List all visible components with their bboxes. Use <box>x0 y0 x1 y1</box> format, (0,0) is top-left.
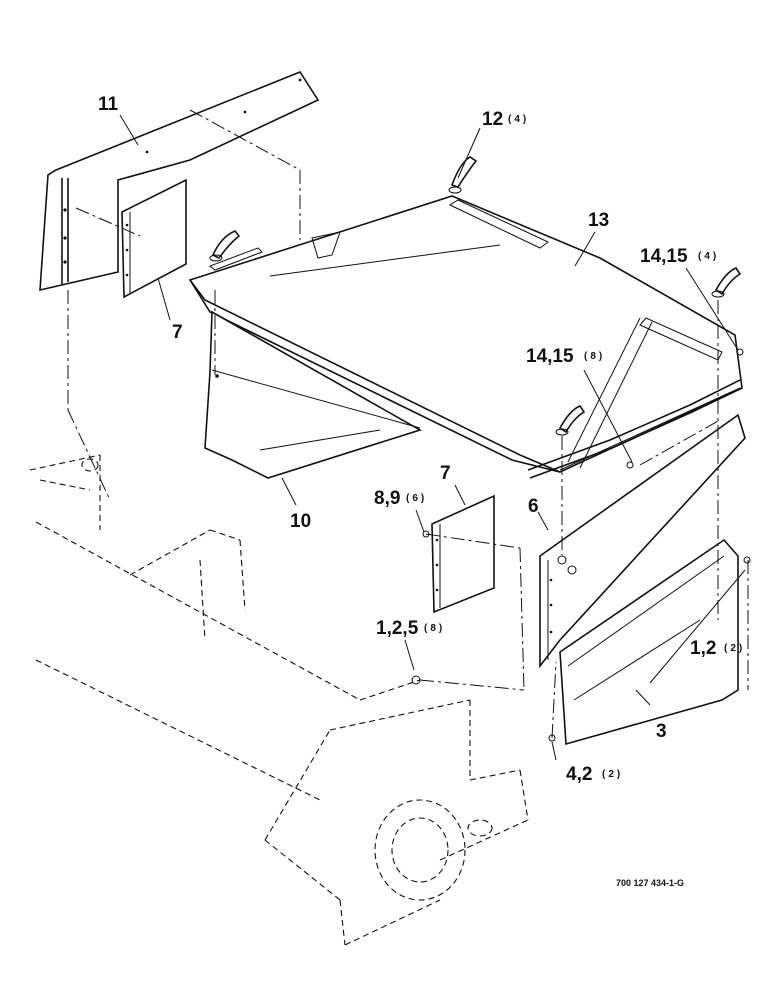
callout-3-number: 3 <box>656 721 667 742</box>
callout-7-upper: 7 <box>172 322 183 343</box>
callout-10-number: 10 <box>290 511 311 532</box>
part-6-side-shield <box>539 413 746 669</box>
callout-11: 11 <box>98 94 119 115</box>
callout-14-15-a: 14,15 (4) <box>640 246 719 267</box>
part-7-plate-upper <box>121 178 187 299</box>
leader-lines <box>119 114 746 761</box>
callout-1-2-number: 1,2 <box>690 638 716 659</box>
machine-frame-phantom <box>29 109 749 946</box>
part-13-hood <box>188 195 743 479</box>
callout-12-number: 12 <box>482 109 503 130</box>
callout-7a-number: 7 <box>172 322 183 343</box>
callout-13-number: 13 <box>588 210 609 231</box>
callout-10: 10 <box>290 511 311 532</box>
part-10-front-panel <box>204 310 422 479</box>
callout-11-number: 11 <box>98 94 119 115</box>
callout-7-lower: 7 <box>440 463 451 484</box>
callout-4-2-qty: (2) <box>602 769 623 780</box>
callout-6: 6 <box>528 496 539 517</box>
callout-8-9-number: 8,9 <box>374 488 400 509</box>
callout-8-9-qty: (6) <box>406 493 427 504</box>
callout-1-2-5-qty: (8) <box>424 623 445 634</box>
callout-4-2-number: 4,2 <box>566 764 592 785</box>
callout-14-15a-qty: (4) <box>698 251 719 262</box>
part-11-shield <box>39 71 320 292</box>
callout-1-2: 1,2 (2) <box>690 638 745 659</box>
callout-13: 13 <box>588 210 609 231</box>
drawing-reference-number: 700 127 434-1-G <box>616 878 684 888</box>
callout-14-15b-qty: (8) <box>584 351 605 362</box>
callout-1-2-qty: (2) <box>724 643 745 654</box>
callout-12: 12 (4) <box>482 109 529 130</box>
callout-14-15-b: 14,15 (8) <box>526 346 605 367</box>
part-7-plate-lower <box>431 494 495 614</box>
latch-hardware <box>209 156 751 742</box>
callout-4-2: 4,2 (2) <box>566 764 623 785</box>
callout-14-15a-number: 14,15 <box>640 246 688 267</box>
callout-14-15b-number: 14,15 <box>526 346 574 367</box>
callout-1-2-5-number: 1,2,5 <box>376 618 419 639</box>
callout-6-number: 6 <box>528 496 539 517</box>
part-3-lower-panel <box>559 538 739 746</box>
callout-12-qty: (4) <box>508 114 529 125</box>
callout-1-2-5: 1,2,5 (8) <box>376 618 445 639</box>
callout-8-9: 8,9 (6) <box>374 488 427 509</box>
callout-3: 3 <box>656 721 667 742</box>
callout-7b-number: 7 <box>440 463 451 484</box>
